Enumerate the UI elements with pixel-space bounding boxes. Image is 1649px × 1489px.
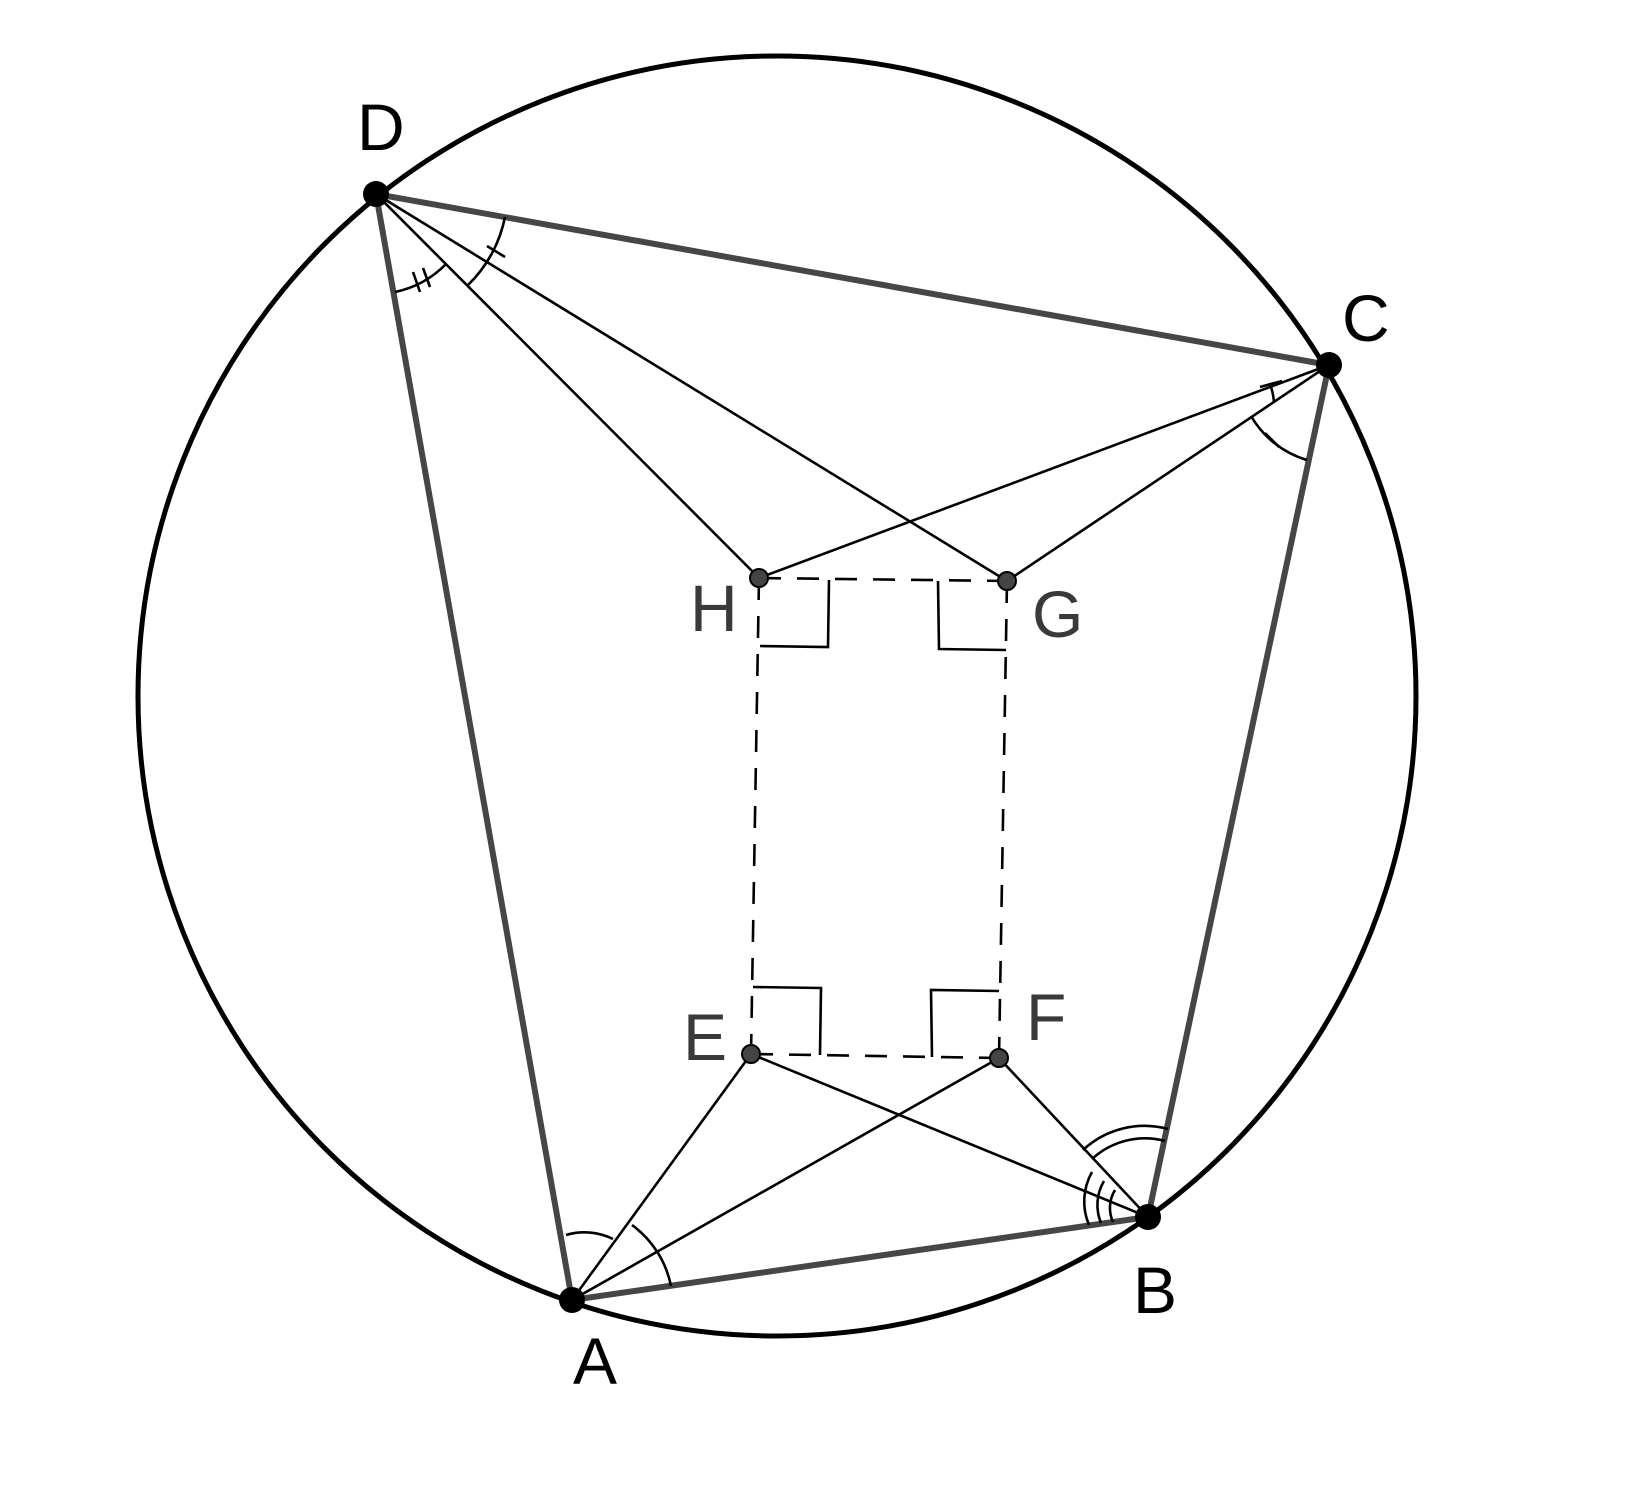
point-c (1316, 352, 1342, 378)
tick-mark-c-inner (1259, 379, 1283, 389)
point-g (997, 571, 1017, 591)
angle-mark-a-outer (631, 1223, 673, 1287)
point-e (741, 1044, 761, 1064)
side-da (373, 191, 575, 1303)
angle-mark-b-outer-2 (1091, 1137, 1166, 1160)
side-ab (569, 1214, 1151, 1303)
point-d (363, 181, 389, 207)
point-h (749, 568, 769, 588)
dashed-side-gf (997, 580, 1009, 1059)
side-bc (1145, 362, 1332, 1220)
right-angle-mark-f (929, 988, 1000, 1058)
label-f: F (1026, 980, 1066, 1054)
segment-af (571, 1056, 1000, 1302)
segment-dg (375, 192, 1008, 583)
side-cd (373, 191, 1332, 368)
label-h: H (690, 571, 738, 645)
angle-mark-b-inner-3 (1108, 1189, 1117, 1223)
angle-mark-c-outer (1249, 415, 1308, 462)
segment-cg (1006, 363, 1330, 583)
angle-mark-b-inner-1 (1082, 1171, 1094, 1226)
angle-mark-d-outer (467, 216, 507, 286)
right-angle-mark-e (752, 985, 823, 1056)
tick-mark-d-inner-1 (411, 271, 422, 293)
label-c: C (1342, 281, 1390, 355)
dashed-side-ef (750, 1052, 1000, 1060)
label-g: G (1032, 577, 1083, 651)
tick-mark-c-outer (1264, 432, 1280, 448)
segment-ae (570, 1053, 753, 1301)
angle-mark-a-inner (565, 1231, 614, 1241)
angle-mark-b-outer-1 (1082, 1124, 1169, 1151)
dashed-side-hg (758, 576, 1008, 583)
segment-be (750, 1052, 1149, 1219)
right-angle-mark-g (936, 580, 1007, 652)
angle-mark-b-inner-2 (1096, 1180, 1106, 1224)
tick-mark-d-outer (486, 244, 506, 259)
circumcircle (135, 53, 1419, 1339)
label-b: B (1133, 1253, 1177, 1327)
angle-mark-d-inner (394, 263, 447, 294)
point-a (559, 1287, 585, 1313)
segment-ch (758, 363, 1330, 580)
label-d: D (357, 90, 405, 164)
right-angle-mark-h (759, 579, 831, 649)
point-b (1135, 1204, 1161, 1230)
segment-dh (375, 193, 760, 579)
point-f (989, 1048, 1009, 1068)
dashed-side-he (749, 577, 761, 1055)
segment-bf (998, 1057, 1149, 1218)
tick-mark-d-inner-2 (421, 267, 432, 288)
label-a: A (573, 1324, 617, 1398)
angle-mark-c-inner (1269, 386, 1276, 404)
label-e: E (683, 1000, 727, 1074)
